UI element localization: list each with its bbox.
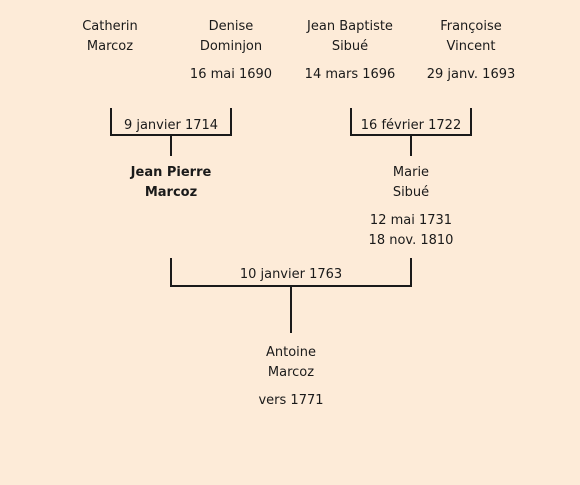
first-name: Antoine bbox=[265, 345, 317, 360]
last-name: Vincent bbox=[446, 39, 496, 54]
last-name: Sibué bbox=[331, 39, 369, 54]
person-marie-sibue: Marie Sibué 12 mai 1731 18 nov. 1810 bbox=[351, 163, 471, 251]
birth-date: 16 mai 1690 bbox=[189, 67, 273, 82]
first-name: Jean Pierre bbox=[130, 165, 212, 180]
connector-paternal bbox=[170, 134, 172, 156]
person-jean-baptiste-sibue: Jean Baptiste Sibué 14 mars 1696 bbox=[290, 17, 410, 85]
connector-maternal bbox=[410, 134, 412, 156]
bracket-left-paternal bbox=[110, 108, 112, 136]
birth-date: 12 mai 1731 bbox=[369, 213, 453, 228]
person-denise-dominjon: Denise Dominjon 16 mai 1690 bbox=[171, 17, 291, 85]
marriage-date-parents: 10 janvier 1763 bbox=[239, 267, 343, 282]
bracket-right-maternal bbox=[470, 108, 472, 136]
marriage-date-paternal: 9 janvier 1714 bbox=[123, 118, 219, 133]
last-name: Sibué bbox=[392, 185, 430, 200]
bracket-left-maternal bbox=[350, 108, 352, 136]
first-name: Catherin bbox=[82, 19, 138, 34]
connector-parents bbox=[290, 285, 292, 333]
last-name: Marcoz bbox=[267, 365, 315, 380]
bracket-right-parents bbox=[410, 258, 412, 287]
last-name: Marcoz bbox=[86, 39, 134, 54]
death-date: 18 nov. 1810 bbox=[368, 233, 454, 248]
birth-date: vers 1771 bbox=[258, 393, 324, 408]
birth-date: 14 mars 1696 bbox=[304, 67, 396, 82]
first-name: Marie bbox=[392, 165, 430, 180]
person-francoise-vincent: Françoise Vincent 29 janv. 1693 bbox=[411, 17, 531, 85]
bracket-left-parents bbox=[170, 258, 172, 287]
last-name: Marcoz bbox=[144, 185, 198, 200]
marriage-date-maternal: 16 février 1722 bbox=[360, 118, 462, 133]
last-name: Dominjon bbox=[199, 39, 263, 54]
birth-date: 29 janv. 1693 bbox=[426, 67, 516, 82]
first-name: Denise bbox=[208, 19, 254, 34]
first-name: Jean Baptiste bbox=[307, 19, 393, 34]
person-antoine-marcoz: Antoine Marcoz vers 1771 bbox=[231, 343, 351, 411]
person-jean-pierre-marcoz: Jean Pierre Marcoz bbox=[111, 163, 231, 203]
person-catherin-marcoz: Catherin Marcoz bbox=[50, 17, 170, 57]
bracket-right-paternal bbox=[230, 108, 232, 136]
first-name: Françoise bbox=[440, 19, 502, 34]
